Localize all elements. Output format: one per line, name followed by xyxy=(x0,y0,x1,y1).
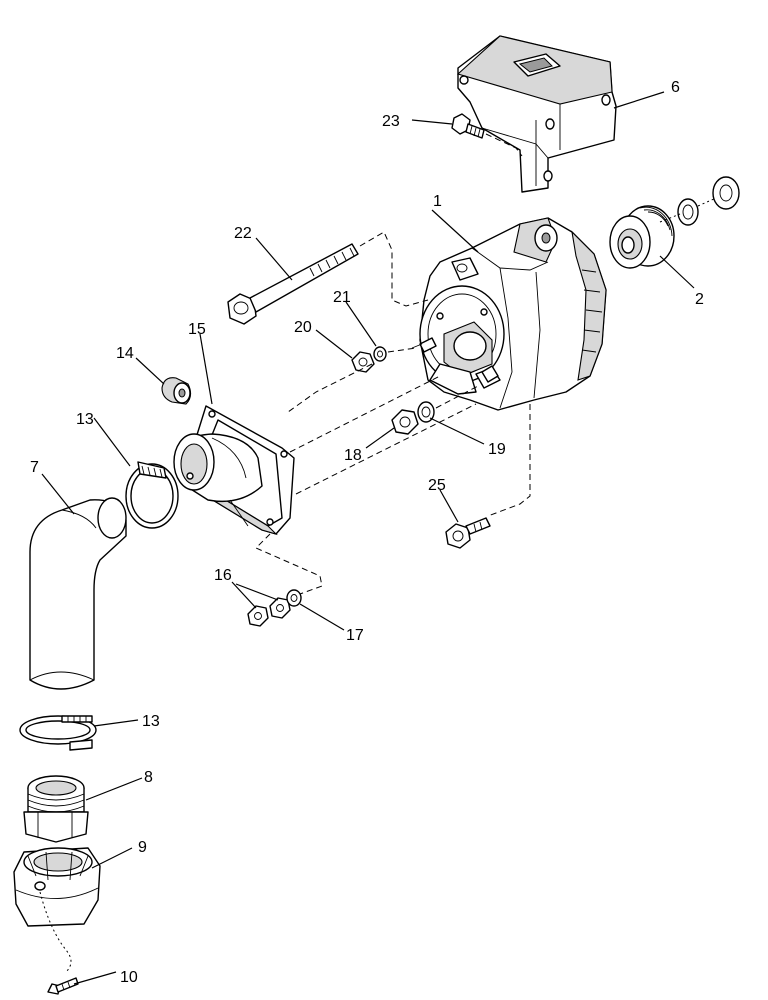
label-part-20: 20 xyxy=(294,319,312,336)
label-part-16: 16 xyxy=(214,567,232,584)
label-part-21: 21 xyxy=(333,289,351,306)
drain-screw[interactable] xyxy=(47,977,79,995)
label-part-6: 6 xyxy=(671,79,680,96)
hose-clamp-upper[interactable] xyxy=(125,461,179,529)
label-part-23: 23 xyxy=(382,113,400,130)
grommet[interactable] xyxy=(161,377,192,405)
alternator[interactable] xyxy=(411,217,607,411)
fan-shroud[interactable] xyxy=(173,405,295,536)
label-part-7: 7 xyxy=(30,459,39,476)
bracket-bolt[interactable] xyxy=(451,113,485,139)
mounting-bracket[interactable] xyxy=(456,35,617,193)
bolt-25[interactable] xyxy=(445,517,491,549)
washer-17[interactable] xyxy=(286,589,302,607)
label-part-13-upper: 13 xyxy=(76,411,94,428)
label-part-8: 8 xyxy=(144,769,153,786)
long-bolt[interactable] xyxy=(227,243,359,325)
label-part-10: 10 xyxy=(120,969,138,986)
washer-19[interactable] xyxy=(417,401,435,423)
hose-clamp-lower[interactable] xyxy=(19,715,97,751)
pulley[interactable] xyxy=(609,205,675,269)
label-part-22: 22 xyxy=(234,225,252,242)
part-labels: 1 2 6 7 8 9 10 13 13 14 15 16 17 18 19 2… xyxy=(30,79,704,986)
nut-18[interactable] xyxy=(391,409,419,435)
label-part-18: 18 xyxy=(344,447,362,464)
label-part-2: 2 xyxy=(695,291,704,308)
label-part-15: 15 xyxy=(188,321,206,338)
pulley-washer-2[interactable] xyxy=(712,176,740,210)
nut-16b[interactable] xyxy=(269,597,291,619)
label-part-1: 1 xyxy=(433,193,442,210)
nut-20[interactable] xyxy=(351,351,375,373)
lock-washer-21[interactable] xyxy=(373,346,387,362)
label-part-19: 19 xyxy=(488,441,506,458)
outlet-fitting[interactable] xyxy=(13,847,101,927)
pulley-washer-1[interactable] xyxy=(677,198,699,226)
label-part-9: 9 xyxy=(138,839,147,856)
nut-16a[interactable] xyxy=(247,605,269,627)
threaded-adapter[interactable] xyxy=(23,775,89,843)
label-part-17: 17 xyxy=(346,627,364,644)
label-part-14: 14 xyxy=(116,345,134,362)
hose-elbow[interactable] xyxy=(29,497,127,690)
leader-lines xyxy=(41,91,695,985)
label-part-25: 25 xyxy=(428,477,446,494)
label-part-13-lower: 13 xyxy=(142,713,160,730)
